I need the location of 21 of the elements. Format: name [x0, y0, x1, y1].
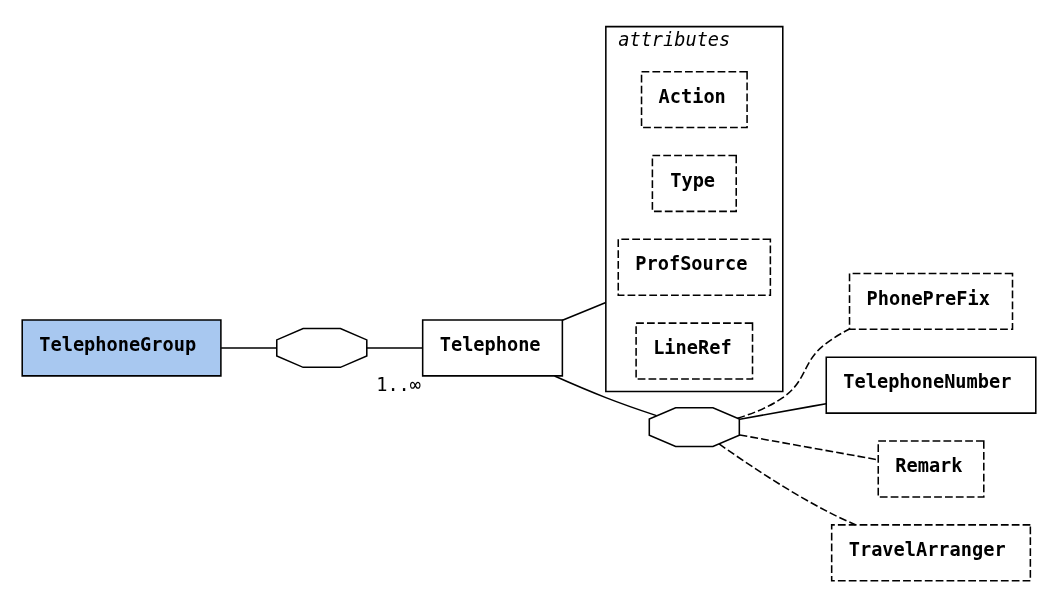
connector	[365, 347, 423, 349]
connector	[738, 434, 879, 461]
node-octagon	[648, 406, 740, 448]
connector	[717, 443, 856, 526]
node-box: TelephoneNumber	[824, 356, 1037, 414]
connector	[553, 375, 657, 417]
node-box: TelephoneGroup	[20, 319, 222, 377]
node-box: ProfSource	[616, 238, 771, 296]
node-octagon	[275, 327, 368, 369]
node-label: 1..∞	[375, 373, 421, 395]
node-box: LineRef	[634, 322, 753, 380]
connector	[736, 328, 850, 419]
node-box: Type	[651, 154, 737, 213]
connector	[219, 347, 277, 349]
node-box: Telephone	[421, 319, 563, 377]
node-box: TravelArranger	[830, 524, 1031, 582]
connector	[561, 301, 607, 321]
connector	[738, 402, 827, 420]
node-box: PhonePreFix	[848, 272, 1013, 331]
node-box: Action	[640, 70, 748, 129]
node-box: Remark	[876, 440, 985, 498]
